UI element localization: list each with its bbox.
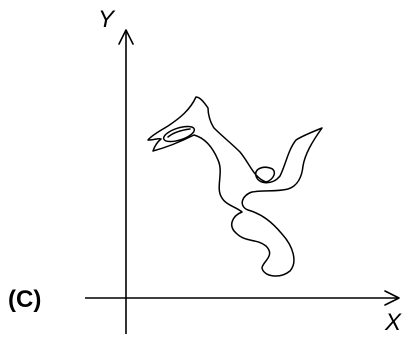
x-axis-label: X [384,309,402,336]
panel-label: (C) [8,286,41,313]
inner-eye-detail [167,128,191,138]
y-axis-label: Y [98,6,116,33]
inner-eye-outline [162,125,196,143]
irregular-shape-outline [147,96,323,277]
x-axis-arrowhead [384,290,400,306]
y-axis-arrowhead [118,29,134,45]
